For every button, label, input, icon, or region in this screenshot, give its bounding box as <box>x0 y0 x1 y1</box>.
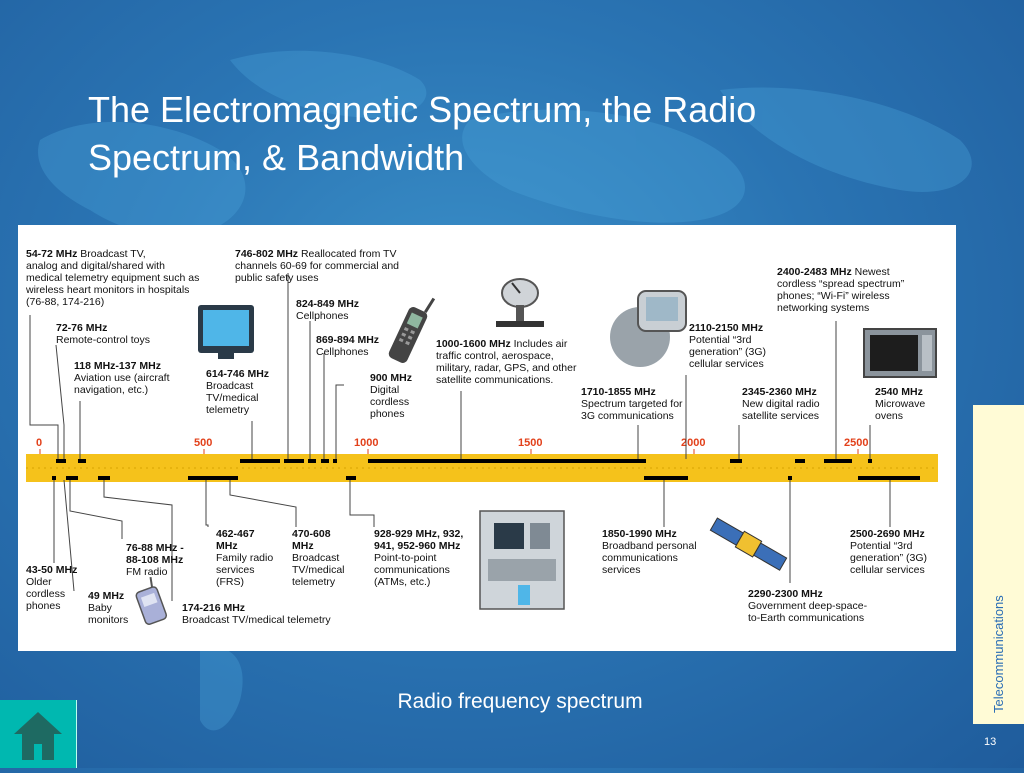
label-2540: 2540 MHz Microwave ovens <box>875 386 928 422</box>
figure-caption: Radio frequency spectrum <box>397 690 643 713</box>
radio-spectrum-diagram: 0 500 1000 1500 2000 2500 <box>18 225 956 651</box>
label-928-960: 928-929 MHz, 932, 941, 952-960 MHz Point… <box>374 528 466 588</box>
label-2500-2690: 2500-2690 MHz Potential “3rd generation”… <box>850 528 930 576</box>
tick-500: 500 <box>194 437 212 449</box>
label-746-802: 746-802 MHz Reallocated from TV channels… <box>235 248 402 284</box>
satellite-icon <box>709 517 788 571</box>
label-900: 900 MHz Digital cordless phones <box>370 372 415 420</box>
label-1850-1990: 1850-1990 MHz Broadband personal communi… <box>602 528 700 576</box>
leader-lines-top <box>29 273 871 459</box>
section-side-tab: Telecommunications <box>973 405 1024 724</box>
microwave-oven-icon <box>863 328 937 378</box>
home-icon <box>14 712 62 760</box>
label-118-137: 118 MHz-137 MHz Aviation use (aircraft n… <box>74 360 172 396</box>
tick-1000: 1000 <box>354 437 378 449</box>
3g-phone-icon <box>610 290 687 367</box>
label-2345-2360: 2345-2360 MHz New digital radio satellit… <box>742 386 823 422</box>
page-number: 13 <box>984 736 997 748</box>
label-2290-2300: 2290-2300 MHz Government deep-space- to-… <box>748 588 870 624</box>
leader-lines-bottom <box>53 479 891 601</box>
slide-title: The Electromagnetic Spectrum, the Radio … <box>88 89 757 178</box>
tick-0: 0 <box>36 437 42 449</box>
cellphone-icon <box>388 297 436 363</box>
tick-2500: 2500 <box>844 437 868 449</box>
allocation-segments-top <box>56 459 872 463</box>
label-2110-2150: 2110-2150 MHz Potential “3rd generation”… <box>689 322 769 370</box>
label-1710-1855: 1710-1855 MHz Spectrum targeted for 3G c… <box>581 386 685 422</box>
atm-icon <box>479 510 565 610</box>
allocation-segments-bottom <box>52 476 920 480</box>
satellite-dish-icon <box>496 278 544 327</box>
label-824-849: 824-849 MHz Cellphones <box>296 298 362 322</box>
label-76-108: 76-88 MHz - 88-108 MHz FM radio <box>126 542 187 578</box>
tick-marks <box>39 449 859 454</box>
label-462-467: 462-467 MHz Family radio services (FRS) <box>216 528 276 588</box>
label-2400-2483: 2400-2483 MHz Newest cordless “spread sp… <box>777 266 907 314</box>
label-49: 49 MHz Baby monitors <box>88 590 128 626</box>
label-869-894: 869-894 MHz Cellphones <box>316 334 382 358</box>
label-43-50: 43-50 MHz Older cordless phones <box>26 564 80 612</box>
section-label: Telecommunications <box>991 595 1006 713</box>
tv-monitor-icon <box>198 305 254 359</box>
label-54-72: 54-72 MHz Broadcast TV, analog and digit… <box>25 248 202 308</box>
baby-monitor-icon <box>135 576 168 625</box>
label-614-746: 614-746 MHz Broadcast TV/medical telemet… <box>206 368 272 416</box>
tick-2000: 2000 <box>681 437 705 449</box>
label-470-608: 470-608 MHz Broadcast TV/medical telemet… <box>292 528 347 588</box>
label-72-76: 72-76 MHz Remote-control toys <box>56 322 150 346</box>
home-button[interactable] <box>0 700 77 768</box>
label-174-216: 174-216 MHz Broadcast TV/medical telemet… <box>182 602 331 626</box>
label-1000-1600: 1000-1600 MHz Includes air traffic contr… <box>436 338 579 386</box>
tick-1500: 1500 <box>518 437 542 449</box>
